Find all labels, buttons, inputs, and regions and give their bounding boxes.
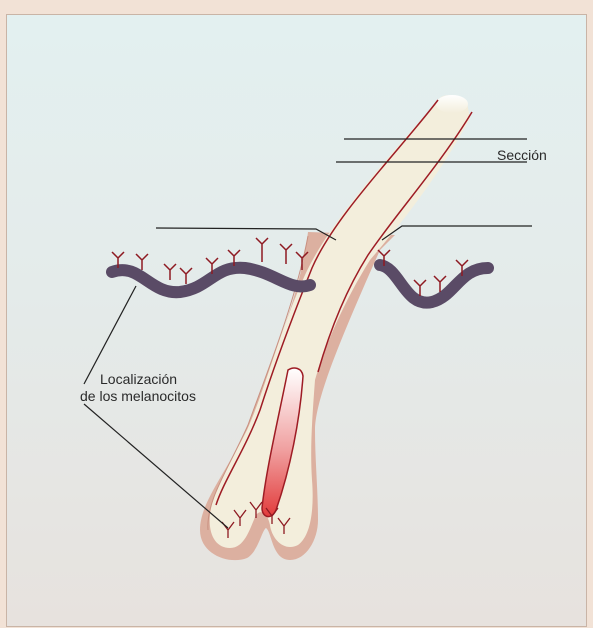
melanocyte-label-line1: Localización: [100, 371, 177, 387]
melanocyte-icon: [256, 238, 268, 262]
leader-line-bulb: [84, 404, 228, 528]
melanocyte-icon: [280, 244, 292, 264]
section-label: Sección: [497, 147, 547, 163]
leader-line-epidermis: [84, 286, 136, 384]
melanocyte-label-line2: de los melanocitos: [80, 388, 196, 404]
melanocyte-icon: [136, 254, 148, 270]
hair-tip: [436, 95, 468, 113]
skin-surface-line-right: [382, 226, 532, 240]
melanocyte-icon: [164, 264, 176, 280]
melanocyte-icon: [180, 268, 192, 284]
epidermis-band-right: [380, 265, 488, 303]
epidermis-band: [112, 268, 310, 292]
